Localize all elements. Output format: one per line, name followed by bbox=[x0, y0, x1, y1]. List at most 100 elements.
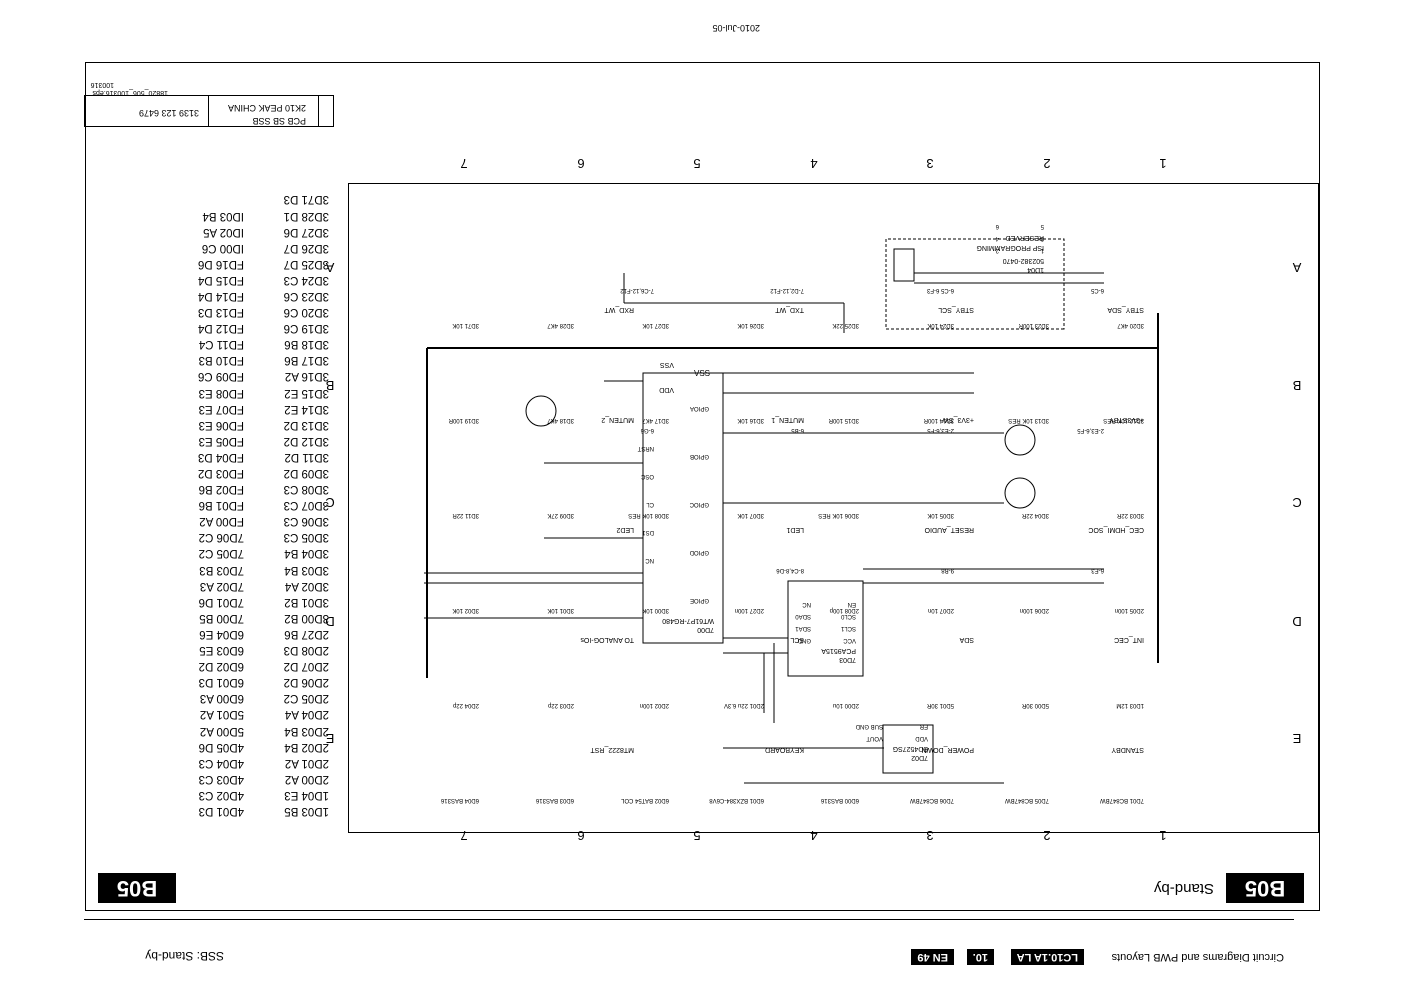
net-label: LED1 bbox=[786, 526, 804, 533]
ic-pin: 4 bbox=[995, 235, 999, 241]
part-label: 3D06 10K RES bbox=[818, 512, 859, 518]
ic-port: GPIOD bbox=[689, 549, 709, 555]
ic-port: GPIOC bbox=[689, 501, 709, 507]
part-label: 3D23 100R bbox=[1018, 322, 1049, 328]
connector-ref: 6-E3 bbox=[1091, 567, 1104, 573]
net-label: MUTEN_1 bbox=[771, 416, 804, 423]
ic-pin: SDA1 bbox=[795, 625, 811, 631]
part-label: 2D27 100n bbox=[734, 607, 764, 613]
part-label: 3D13 10K RES bbox=[1008, 417, 1049, 423]
ic-pin: 5 bbox=[1040, 223, 1044, 229]
connector-ref: 7-D2,12-F12 bbox=[770, 287, 804, 293]
ic-7d00-vss: VSS bbox=[694, 369, 710, 378]
ic-port: GPIOA bbox=[689, 405, 709, 411]
part-label: 2D02 100n bbox=[639, 702, 669, 708]
ic-pin: 3 bbox=[1040, 235, 1044, 241]
part-label: 3D20 4K7 bbox=[1117, 322, 1144, 328]
part-label: 3D26 10K bbox=[737, 322, 764, 328]
part-label: 3D11 22R bbox=[452, 512, 479, 518]
ic-pin: VDD bbox=[915, 735, 928, 741]
part-label: 3D01 10K bbox=[547, 607, 574, 613]
net-label: MUTEN_2 bbox=[601, 416, 634, 423]
connector-ref: 6-C5 bbox=[1090, 287, 1104, 293]
part-label: 3D04 22R bbox=[1021, 512, 1049, 518]
ic-ref: 7D03 bbox=[839, 656, 856, 663]
part-label: 6D03 BAS316 bbox=[535, 797, 574, 803]
net-label: KEYBOARD bbox=[765, 746, 804, 753]
part-label: 6D00 BAS316 bbox=[820, 797, 859, 803]
ic-pin: CL bbox=[646, 501, 654, 507]
part-label: 3D07 10K bbox=[737, 512, 764, 518]
ic-pin: 2 bbox=[995, 247, 999, 253]
part-label: 2D06 100n bbox=[1019, 607, 1049, 613]
part-label: 7D06 BC847BW bbox=[909, 797, 954, 803]
part-label: 3D71 10K bbox=[452, 322, 479, 328]
ic-pin: NRST bbox=[637, 445, 654, 451]
connector-ref: 6-B5 bbox=[791, 427, 804, 433]
ic-pin: NC bbox=[645, 557, 654, 563]
part-label: 7D05 BC847BW bbox=[1004, 797, 1049, 803]
net-label: STANDBY bbox=[1111, 746, 1144, 753]
part-label: 3D00 10K bbox=[642, 607, 669, 613]
ic-7d02 bbox=[882, 724, 934, 774]
transistor-7d05 bbox=[1004, 477, 1036, 509]
part-label: 3D03 22R bbox=[1116, 512, 1144, 518]
ic-pin: SCL1 bbox=[840, 625, 856, 631]
transistor-7d06 bbox=[1004, 424, 1036, 456]
connector-ref: 8-C4,8-D6 bbox=[776, 567, 804, 573]
part-label: 3D02 10K bbox=[452, 607, 479, 613]
ic-pin: SCL0 bbox=[840, 613, 856, 619]
ic-pin: SUB GND bbox=[855, 723, 883, 729]
part-label: 2D04 22p bbox=[452, 702, 479, 708]
part-label: 3D14 100R bbox=[923, 417, 954, 423]
part-label: 3D09 27K bbox=[547, 512, 574, 518]
part-label: 3D18 4K7 bbox=[547, 417, 574, 423]
transistor-7d01 bbox=[525, 395, 557, 427]
ic-pin: NC bbox=[802, 601, 811, 607]
part-label: 2D05 100n bbox=[1114, 607, 1144, 613]
connector-ref: 6-C5 6-F3 bbox=[926, 287, 954, 293]
part-label: 3D24 10K bbox=[927, 322, 954, 328]
ic-ground-pin: VSS bbox=[659, 361, 674, 368]
ic-pin: 6 bbox=[995, 223, 999, 229]
ic-title: RESERVED bbox=[1005, 234, 1044, 241]
ic-note: ISP PROGRAMMING bbox=[976, 244, 1044, 251]
part-label: 3D17 4K7 bbox=[642, 417, 669, 423]
net-label: SCL bbox=[790, 636, 804, 643]
ic-ref: 7D00 bbox=[697, 626, 714, 633]
ic-7d00 bbox=[642, 372, 724, 644]
part-label: 3D12 10K RES bbox=[1103, 417, 1144, 423]
net-label: STBY_SDA bbox=[1107, 306, 1144, 313]
ic-part: 502382-0470 bbox=[1002, 257, 1044, 264]
ic-ref: 1D04 bbox=[1027, 266, 1044, 273]
connector-ref: 9-B8 bbox=[941, 567, 954, 573]
part-label: 2D08 100p bbox=[829, 607, 859, 613]
net-label: LED2 bbox=[616, 526, 634, 533]
ic-pin: DS1 bbox=[642, 529, 654, 535]
part-label: 6D02 BAT54 COL bbox=[621, 797, 669, 803]
net-label: STBY_SCL bbox=[938, 306, 974, 313]
net-label: RXD_WT bbox=[604, 306, 634, 313]
ic-part: WT61P7-RG480 bbox=[662, 617, 714, 624]
connector-ref: 2-E3,6-F5 bbox=[927, 427, 954, 433]
net-label: SDA bbox=[959, 636, 974, 643]
ic-ref: 7D02 bbox=[911, 754, 928, 761]
connector-ref: 7-C6,12-F12 bbox=[620, 287, 654, 293]
connector-ref: 6-G6 bbox=[640, 427, 654, 433]
part-label: 2D01 22u 6.3V bbox=[723, 702, 764, 708]
part-label: 3D28 4K7 bbox=[547, 322, 574, 328]
ic-part: PCA9515A bbox=[821, 647, 856, 654]
part-label: 3D25 22K bbox=[832, 322, 859, 328]
connector-ref: 2-E3,6-F5 bbox=[1077, 427, 1104, 433]
part-label: 5D01 30R bbox=[926, 702, 954, 708]
ic-pin: ER bbox=[919, 723, 928, 729]
ic-pin: 1 bbox=[1040, 247, 1044, 253]
isp-connector bbox=[893, 248, 915, 282]
part-label: 3D27 10K bbox=[642, 322, 669, 328]
part-label: 5D00 30R bbox=[1021, 702, 1049, 708]
part-label: 2D00 10u bbox=[832, 702, 859, 708]
net-label: RESET_AUDIO bbox=[924, 526, 974, 533]
net-label: TXD_WT bbox=[775, 306, 804, 313]
